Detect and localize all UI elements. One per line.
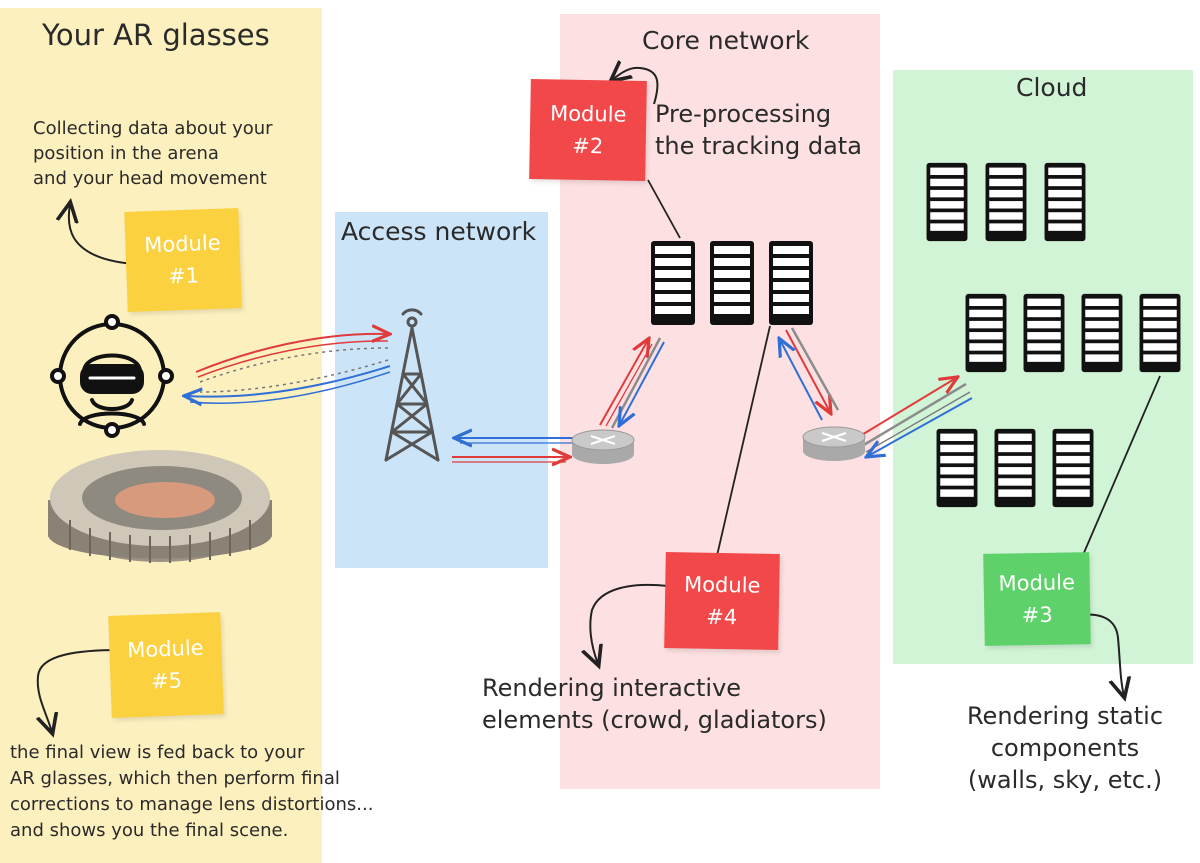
core-network-title: Core network [642,26,810,55]
server-rack-icon [1081,293,1123,373]
module-5-note: Module#5 [108,612,224,718]
server-rack-icon [994,428,1036,508]
module-4-description: Rendering interactive elements (crowd, g… [482,674,827,734]
module-2-note: Module#2 [529,78,647,182]
module-1-note: Module#1 [124,208,242,312]
server-rack-icon [1044,162,1086,242]
access-network-title: Access network [341,217,537,246]
server-rack-icon [769,241,813,325]
module-5-description: the final view is fed back to your AR gl… [10,742,374,841]
server-rack-icon [1139,293,1181,373]
server-rack-icon [1052,428,1094,508]
module-1-description: Collecting data about your position in t… [33,118,273,189]
module-2-description: Pre-processing the tracking data [655,100,862,160]
server-rack-icon [651,241,695,325]
router-icon [802,426,866,461]
arena-illustration [48,450,272,563]
server-rack-icon [936,428,978,508]
vr-headset-user-icon [50,314,174,438]
server-rack-icon [965,293,1007,373]
server-rack-icon [985,162,1027,242]
module-3-description: Rendering static components (walls, sky,… [966,702,1164,794]
module-4-note: Module#4 [664,552,780,650]
cloud-title: Cloud [1016,73,1088,102]
server-rack-icon [1023,293,1065,373]
access-network-zone [335,212,548,568]
router-icon [571,429,635,464]
cell-tower-icon [384,308,440,462]
server-rack-icon [926,162,968,242]
module-3-note: Module#3 [983,552,1091,646]
ar-glasses-title: Your AR glasses [42,18,270,52]
server-rack-icon [710,241,754,325]
